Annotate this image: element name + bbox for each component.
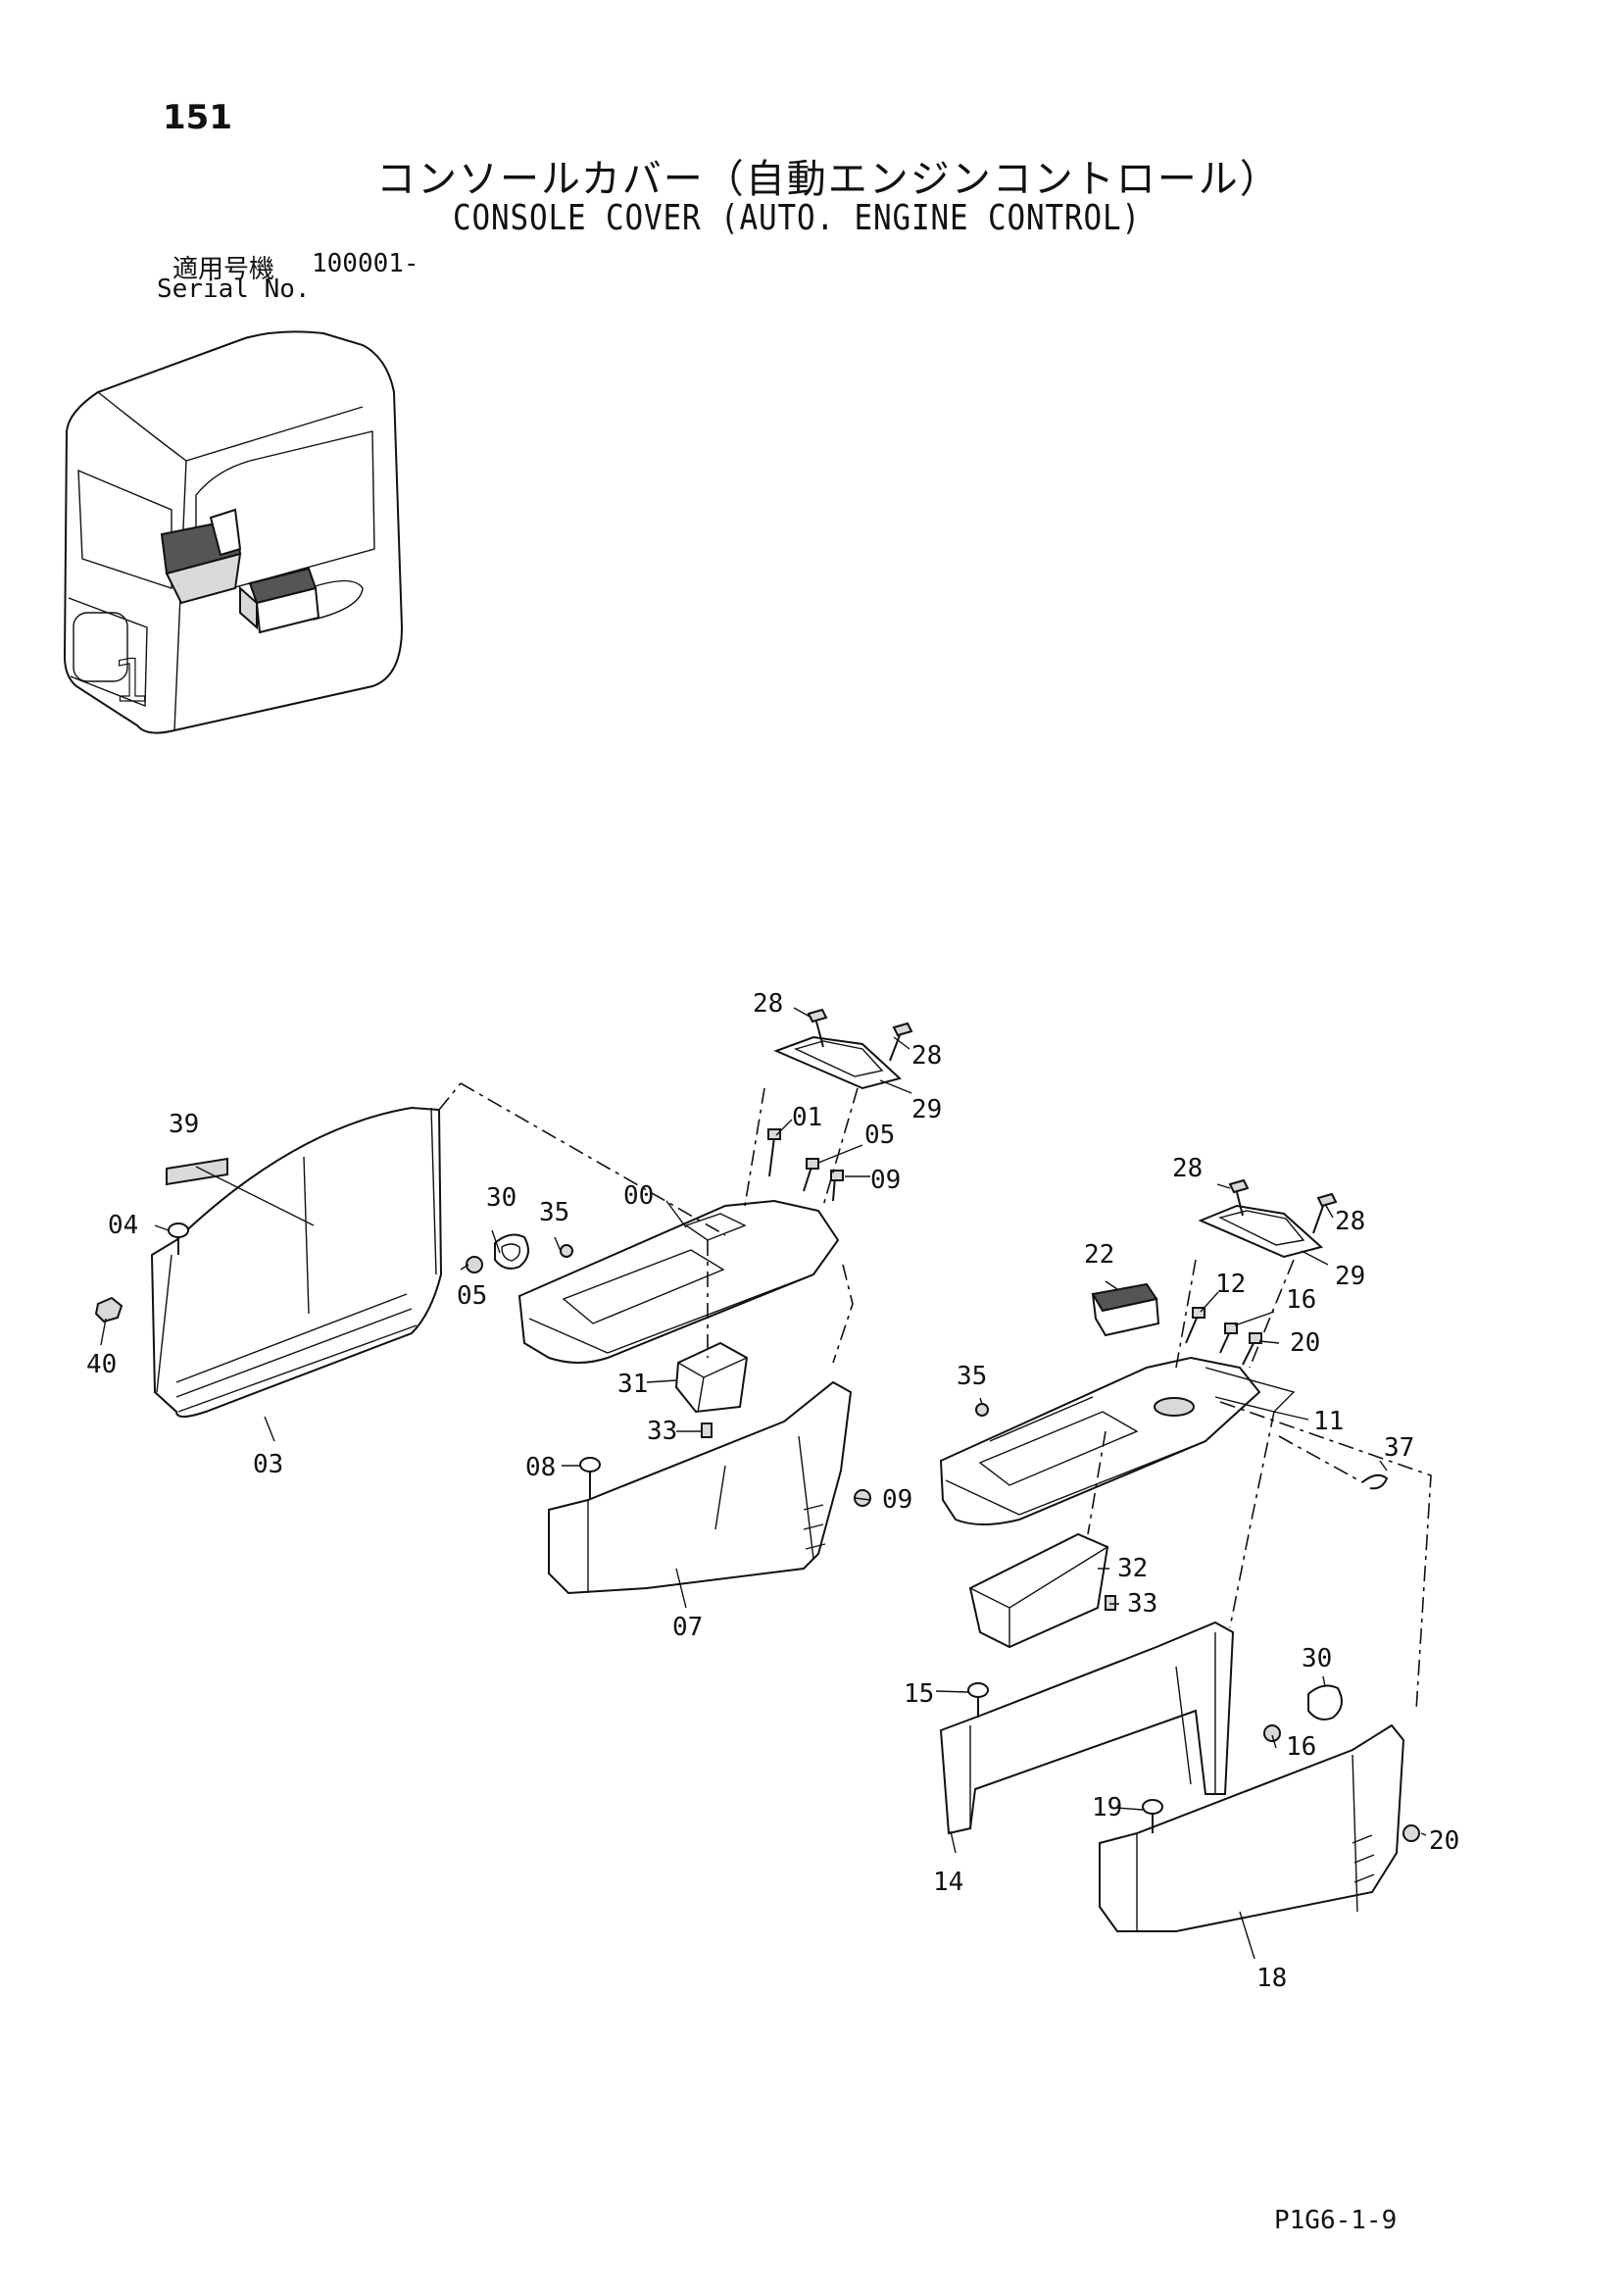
label-19: 19 xyxy=(1092,1793,1122,1822)
leader-lines xyxy=(100,1007,1427,1960)
part-00-console-top xyxy=(517,1199,840,1364)
part-32-tray xyxy=(968,1532,1109,1649)
part-29-top-bracket-left xyxy=(773,1035,903,1090)
left-console-assembly xyxy=(94,1008,913,1595)
label-20-bottom: 20 xyxy=(1429,1826,1459,1856)
label-08: 08 xyxy=(525,1453,556,1482)
part-28-bolt-a xyxy=(807,1008,828,1023)
svg-text:1: 1 xyxy=(113,647,150,716)
label-14: 14 xyxy=(933,1868,963,1897)
label-39: 39 xyxy=(169,1110,199,1139)
label-28-c: 28 xyxy=(1172,1154,1203,1183)
console-highlight-left xyxy=(160,508,242,605)
part-33-screw-right xyxy=(1105,1595,1116,1611)
label-30-left: 30 xyxy=(486,1183,516,1213)
page-title-english: CONSOLE COVER (AUTO. ENGINE CONTROL) xyxy=(453,198,1141,238)
part-33-screw xyxy=(701,1423,713,1438)
part-12-bolt xyxy=(1192,1307,1205,1319)
part-14-left-cover xyxy=(939,1621,1235,1835)
label-05-left: 05 xyxy=(457,1281,487,1311)
right-console-assembly xyxy=(939,1178,1432,1932)
page-number: 151 xyxy=(163,98,232,137)
label-31: 31 xyxy=(617,1370,648,1399)
part-35-plug xyxy=(560,1244,573,1258)
serial-label-english: Serial No. xyxy=(157,275,311,304)
label-05-top: 05 xyxy=(864,1121,895,1150)
label-18: 18 xyxy=(1256,1964,1287,1993)
label-15: 15 xyxy=(904,1679,934,1709)
part-35-plug-right xyxy=(975,1403,989,1417)
label-33-left: 33 xyxy=(647,1417,677,1446)
label-28-a: 28 xyxy=(753,989,783,1019)
label-16-bottom: 16 xyxy=(1286,1732,1316,1762)
console-highlight-right xyxy=(239,567,320,634)
label-32: 32 xyxy=(1117,1554,1148,1583)
serial-number-value: 100001- xyxy=(312,249,419,278)
label-29-a: 29 xyxy=(911,1095,942,1124)
part-29-top-bracket-right xyxy=(1198,1204,1324,1259)
part-22-switch-body xyxy=(1092,1293,1160,1337)
label-20-top: 20 xyxy=(1290,1328,1320,1358)
part-20-bolt xyxy=(1402,1824,1420,1842)
page-title-japanese: コンソールカバー（自動エンジンコントロール） xyxy=(376,157,1281,202)
part-03-side-cover xyxy=(150,1106,443,1418)
label-11: 11 xyxy=(1313,1407,1344,1436)
part-11-console-top xyxy=(939,1356,1261,1525)
label-16-top: 16 xyxy=(1286,1285,1316,1315)
part-number-labels: 28 28 29 01 05 09 39 04 30 35 00 05 40 0… xyxy=(86,989,1459,1993)
cab-locator-illustration: 1 xyxy=(63,330,404,734)
part-18-right-cover xyxy=(1099,1723,1405,1932)
part-31-cup-holder xyxy=(674,1341,749,1414)
label-35-right: 35 xyxy=(957,1362,987,1391)
label-37: 37 xyxy=(1384,1433,1414,1463)
part-19-clip xyxy=(1142,1799,1164,1815)
part-28-bolt-b xyxy=(892,1022,913,1037)
label-07: 07 xyxy=(672,1613,703,1642)
part-30-grommet-right xyxy=(1307,1684,1343,1721)
label-22: 22 xyxy=(1084,1240,1114,1270)
part-09-screw xyxy=(830,1170,844,1181)
label-09-top: 09 xyxy=(870,1166,901,1195)
label-03: 03 xyxy=(253,1450,283,1479)
label-40: 40 xyxy=(86,1350,117,1379)
part-16-nut xyxy=(1263,1724,1281,1742)
part-30-grommet xyxy=(494,1233,529,1270)
serial-label-japanese: 適用号機 xyxy=(172,255,275,284)
document-code: P1G6-1-9 xyxy=(1274,2206,1398,2235)
label-01: 01 xyxy=(792,1103,822,1132)
label-28-d: 28 xyxy=(1335,1207,1365,1236)
part-16-screw xyxy=(1224,1323,1238,1334)
label-29-b: 29 xyxy=(1335,1262,1365,1291)
label-33-right: 33 xyxy=(1127,1589,1157,1619)
part-28-bolt-c xyxy=(1228,1178,1250,1194)
label-00: 00 xyxy=(623,1181,654,1211)
part-37-wire xyxy=(1361,1473,1389,1490)
label-12: 12 xyxy=(1215,1270,1246,1299)
part-07-lower-cover xyxy=(548,1380,853,1595)
part-15-clip xyxy=(967,1682,990,1698)
part-40-bolt xyxy=(94,1296,123,1323)
part-08-clip xyxy=(579,1457,602,1472)
label-30-right: 30 xyxy=(1302,1644,1332,1673)
part-39-label xyxy=(166,1157,228,1186)
label-09-right: 09 xyxy=(882,1485,912,1515)
part-05-nut xyxy=(466,1256,483,1273)
label-35-left: 35 xyxy=(539,1198,569,1227)
part-04-clip xyxy=(168,1223,190,1238)
label-28-b: 28 xyxy=(911,1041,942,1071)
label-04: 04 xyxy=(108,1211,138,1240)
part-01-bolt xyxy=(767,1128,781,1140)
part-28-bolt-d xyxy=(1316,1192,1338,1208)
part-05-screw xyxy=(806,1158,819,1170)
